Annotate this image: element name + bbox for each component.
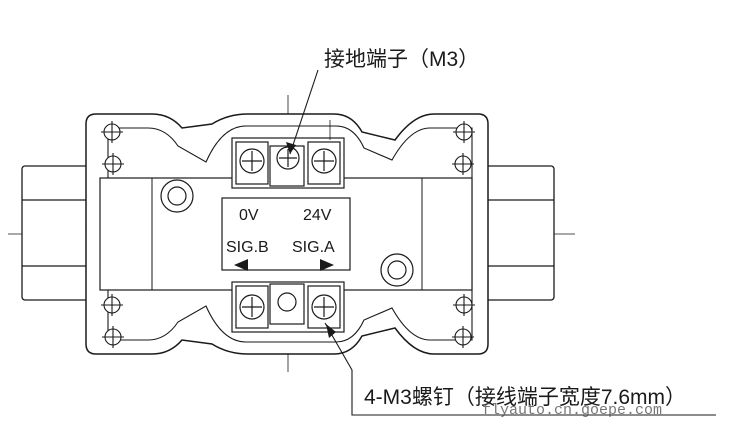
label-sig-a: SIG.A	[292, 239, 335, 256]
center-boss	[277, 292, 297, 312]
bottom-right-screw	[311, 294, 337, 320]
arrow-left-icon	[234, 259, 248, 271]
top-terminal-block	[231, 137, 345, 189]
mounting-holes	[101, 121, 475, 348]
ground-screw	[276, 146, 300, 170]
ground-terminal-callout: 接地端子（M3）	[324, 48, 479, 71]
label-panel: 0V 24V SIG.B SIG.A	[221, 197, 351, 271]
leader-lines	[289, 69, 716, 416]
label-sig-b: SIG.B	[226, 239, 269, 256]
top-right-screw	[311, 148, 337, 174]
right-cable-gland	[485, 165, 555, 301]
label-0v: 0V	[239, 207, 259, 224]
leader-arrowhead-top	[286, 142, 296, 154]
inner-bosses	[160, 179, 414, 287]
label-24v: 24V	[303, 207, 332, 224]
leader-arrowhead-bottom	[326, 324, 336, 338]
top-left-screw	[239, 148, 265, 174]
watermark: flyauto.cn.goepe.com	[482, 402, 662, 419]
screw-callout: 4-M3螺钉（接线端子宽度7.6mm）	[364, 386, 686, 409]
bottom-left-screw	[239, 294, 265, 320]
bottom-terminal-block	[231, 281, 345, 333]
arrow-right-icon	[320, 259, 334, 271]
